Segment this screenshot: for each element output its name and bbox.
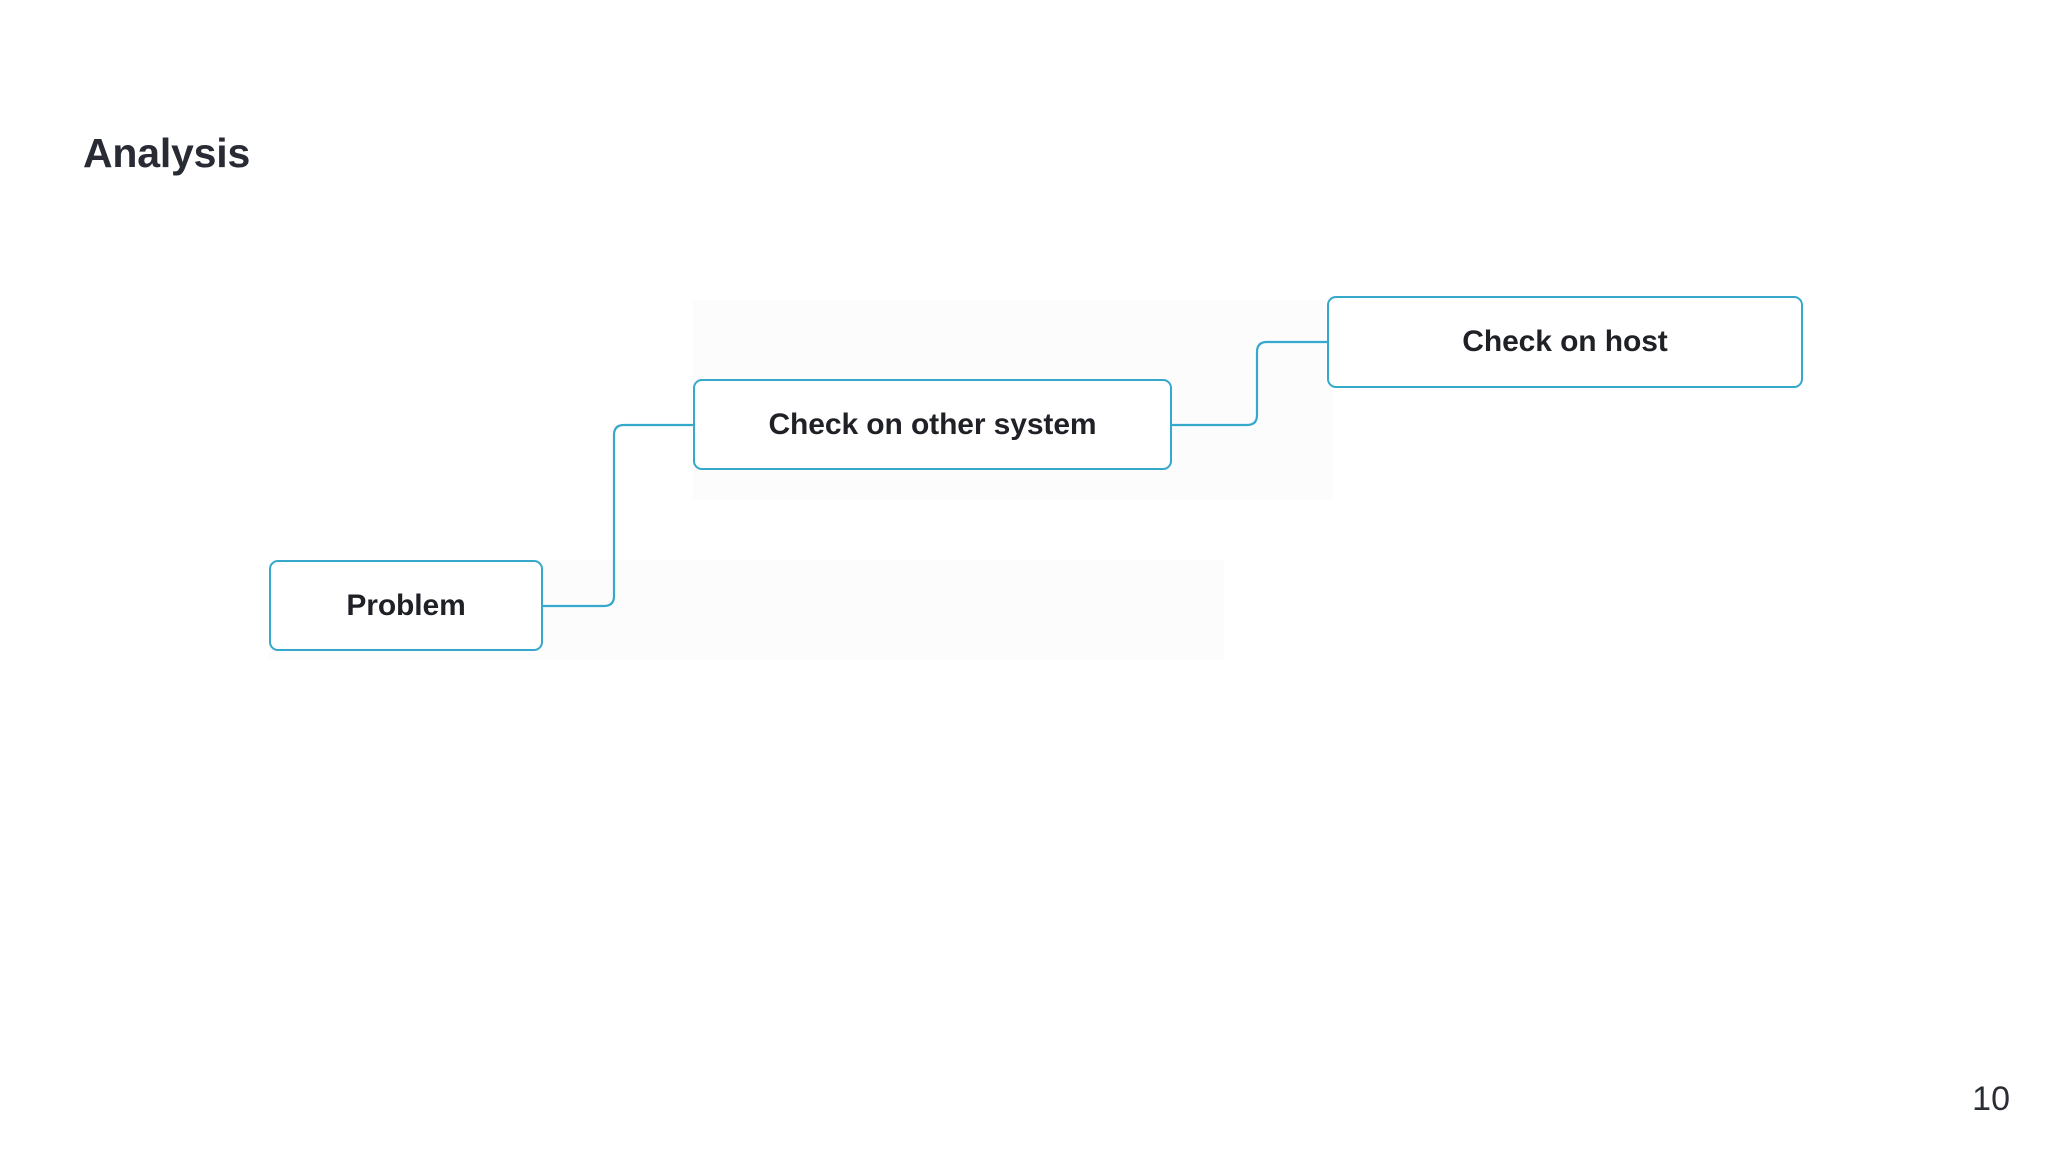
node-problem[interactable]: Problem — [269, 560, 543, 651]
page-number: 10 — [1972, 1080, 2010, 1118]
node-check-host-label: Check on host — [1462, 325, 1668, 358]
page-title: Analysis — [83, 130, 251, 176]
node-check-other-system[interactable]: Check on other system — [693, 379, 1172, 470]
node-check-host[interactable]: Check on host — [1327, 296, 1803, 388]
connector-check-other-system-to-check-host — [1172, 340, 1327, 427]
node-problem-label: Problem — [346, 588, 466, 622]
node-check-other-system-label: Check on other system — [768, 407, 1097, 441]
connector-problem-to-check-other-system — [543, 423, 693, 608]
